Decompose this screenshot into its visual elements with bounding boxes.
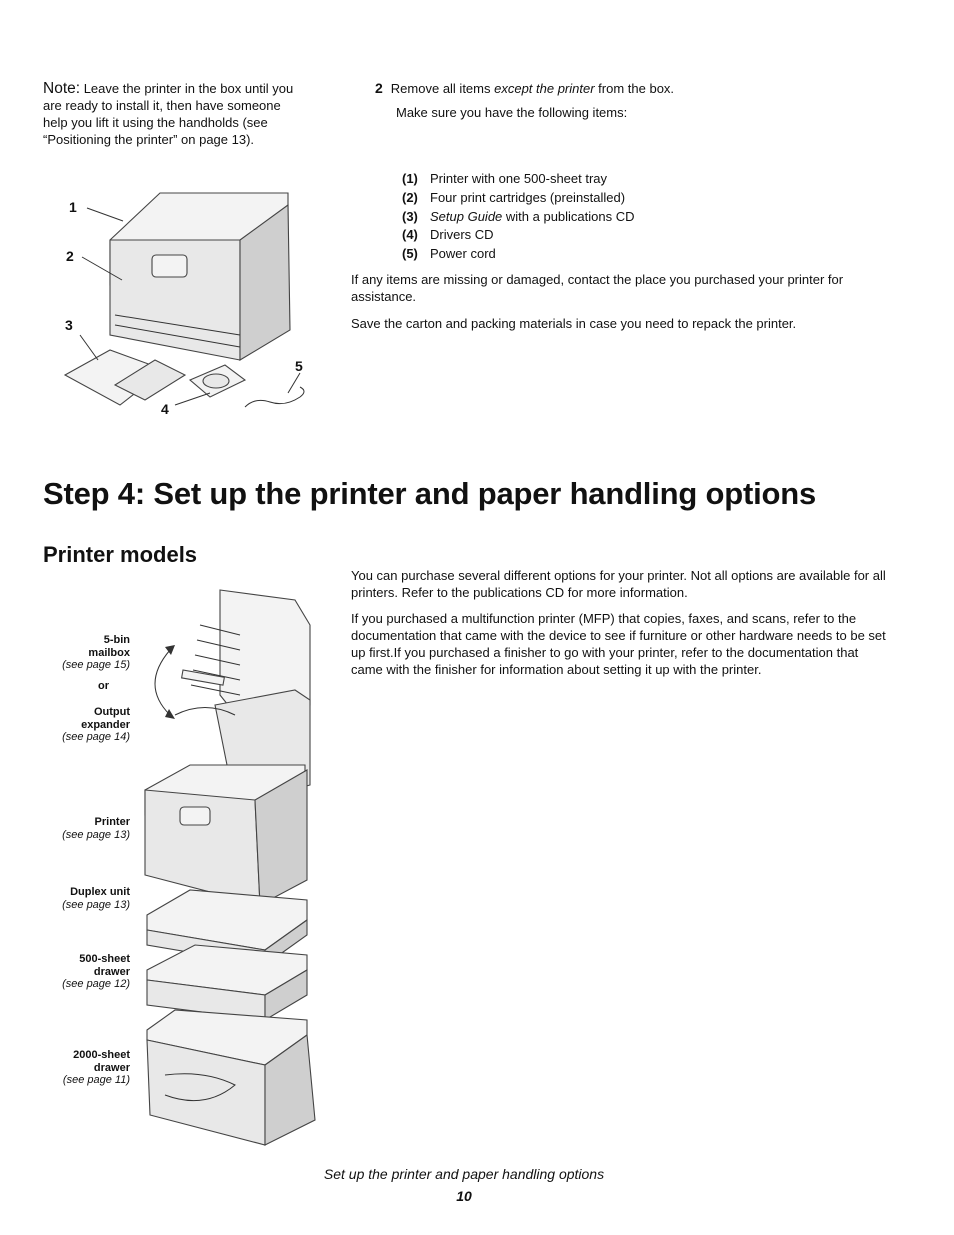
step-2-text-after: from the box. [594, 81, 675, 96]
item-index: (2) [402, 189, 418, 205]
power-cord [244, 386, 305, 408]
options-paragraph-2: If you purchased a multifunction printer… [351, 611, 886, 677]
step-2-text-before: Remove all items [390, 81, 495, 96]
page-number: 10 [456, 1188, 472, 1204]
missing-items-paragraph: If any items are missing or damaged, con… [351, 272, 844, 304]
options-paragraph-1: You can purchase several different optio… [351, 568, 886, 600]
label-name: 5-bin [103, 634, 130, 646]
item-text: with a publications CD [502, 208, 635, 224]
list-item: (2) Four print cartridges (preinstalled) [402, 189, 635, 208]
save-carton-paragraph: Save the carton and packing materials in… [351, 316, 797, 331]
step-number: 2 [375, 80, 383, 96]
box-contents-illustration [63, 192, 305, 408]
label-name: Output [93, 706, 130, 718]
label-name: 500-sheet [79, 953, 130, 965]
list-item: (5) Power cord [402, 245, 635, 264]
callout-1: 1 [69, 199, 77, 215]
drawer-2000-side [264, 1033, 316, 1146]
item-text-em: Setup Guide [430, 208, 503, 224]
label-name: drawer [93, 965, 130, 978]
printer-side [239, 203, 291, 361]
label-or: or [98, 680, 109, 693]
callout-5: 5 [295, 358, 303, 374]
label-ref: (see page 12) [62, 978, 130, 990]
note-block: Note: Leave the printer in the box until… [43, 80, 298, 148]
label-ref: (see page 15) [62, 659, 130, 671]
item-text: Printer with one 500-sheet tray [430, 171, 608, 186]
label-ref: (see page 13) [62, 898, 130, 911]
label-name: drawer [93, 1061, 130, 1074]
printer-options-stack-illustration [144, 589, 316, 1146]
item-index: (5) [402, 246, 418, 262]
label-name: Printer [94, 816, 130, 828]
item-index: (3) [402, 208, 418, 224]
label-name: mailbox [88, 646, 130, 659]
drivers-cd [202, 373, 230, 389]
note-text: Leave the printer in the box until you a… [43, 81, 294, 147]
publications-cd-case [113, 359, 187, 401]
label-name: expander [81, 718, 130, 731]
step-2-sub: Make sure you have the following items: [396, 105, 628, 120]
footer-title: Set up the printer and paper handling op… [323, 1166, 605, 1182]
item-list: (1) Printer with one 500-sheet tray (2) Fo… [402, 170, 635, 264]
label-ref: (see page 14) [62, 731, 130, 743]
list-item: (4) Drivers CD [402, 226, 635, 245]
printer-models-heading: Printer models [43, 542, 198, 567]
swap-arrow [154, 649, 171, 716]
label-ref: (see page 13) [62, 828, 130, 841]
item-index: (1) [402, 171, 418, 186]
callout-3: 3 [65, 317, 73, 333]
option-printer-side [254, 769, 308, 906]
item-text: Power cord [430, 246, 496, 262]
callout-4: 4 [161, 401, 169, 417]
label-500-drawer: 500-sheet drawer (see page 12) [62, 953, 130, 991]
list-item: (1) Printer with one 500-sheet tray [402, 170, 635, 189]
callout-2: 2 [66, 248, 74, 264]
label-2000-drawer: 2000-sheet drawer (see page 11) [63, 1049, 130, 1087]
label-name: 2000-sheet [73, 1049, 130, 1061]
label-name: Duplex unit [70, 886, 130, 898]
step-4-heading: Step 4: Set up the printer and paper han… [43, 476, 817, 511]
label-duplex: Duplex unit (see page 13) [62, 886, 130, 911]
item-text: Four print cartridges (preinstalled) [430, 189, 626, 205]
item-index: (4) [402, 227, 418, 243]
label-mailbox: 5-bin mailbox (see page 15) [62, 634, 130, 672]
note-label: Note: [43, 80, 81, 97]
item-text: Drivers CD [430, 227, 494, 243]
or-text: or [98, 680, 109, 692]
list-item: (3) Setup Guide with a publications CD [402, 208, 635, 227]
step-2-text-em: except the printer [494, 81, 595, 96]
label-expander: Output expander (see page 14) [62, 706, 130, 744]
label-printer: Printer (see page 13) [62, 816, 130, 841]
control-panel [151, 254, 188, 278]
step-2-block: 2 Remove all items except the printer fro… [375, 80, 895, 121]
label-ref: (see page 11) [62, 1074, 130, 1086]
